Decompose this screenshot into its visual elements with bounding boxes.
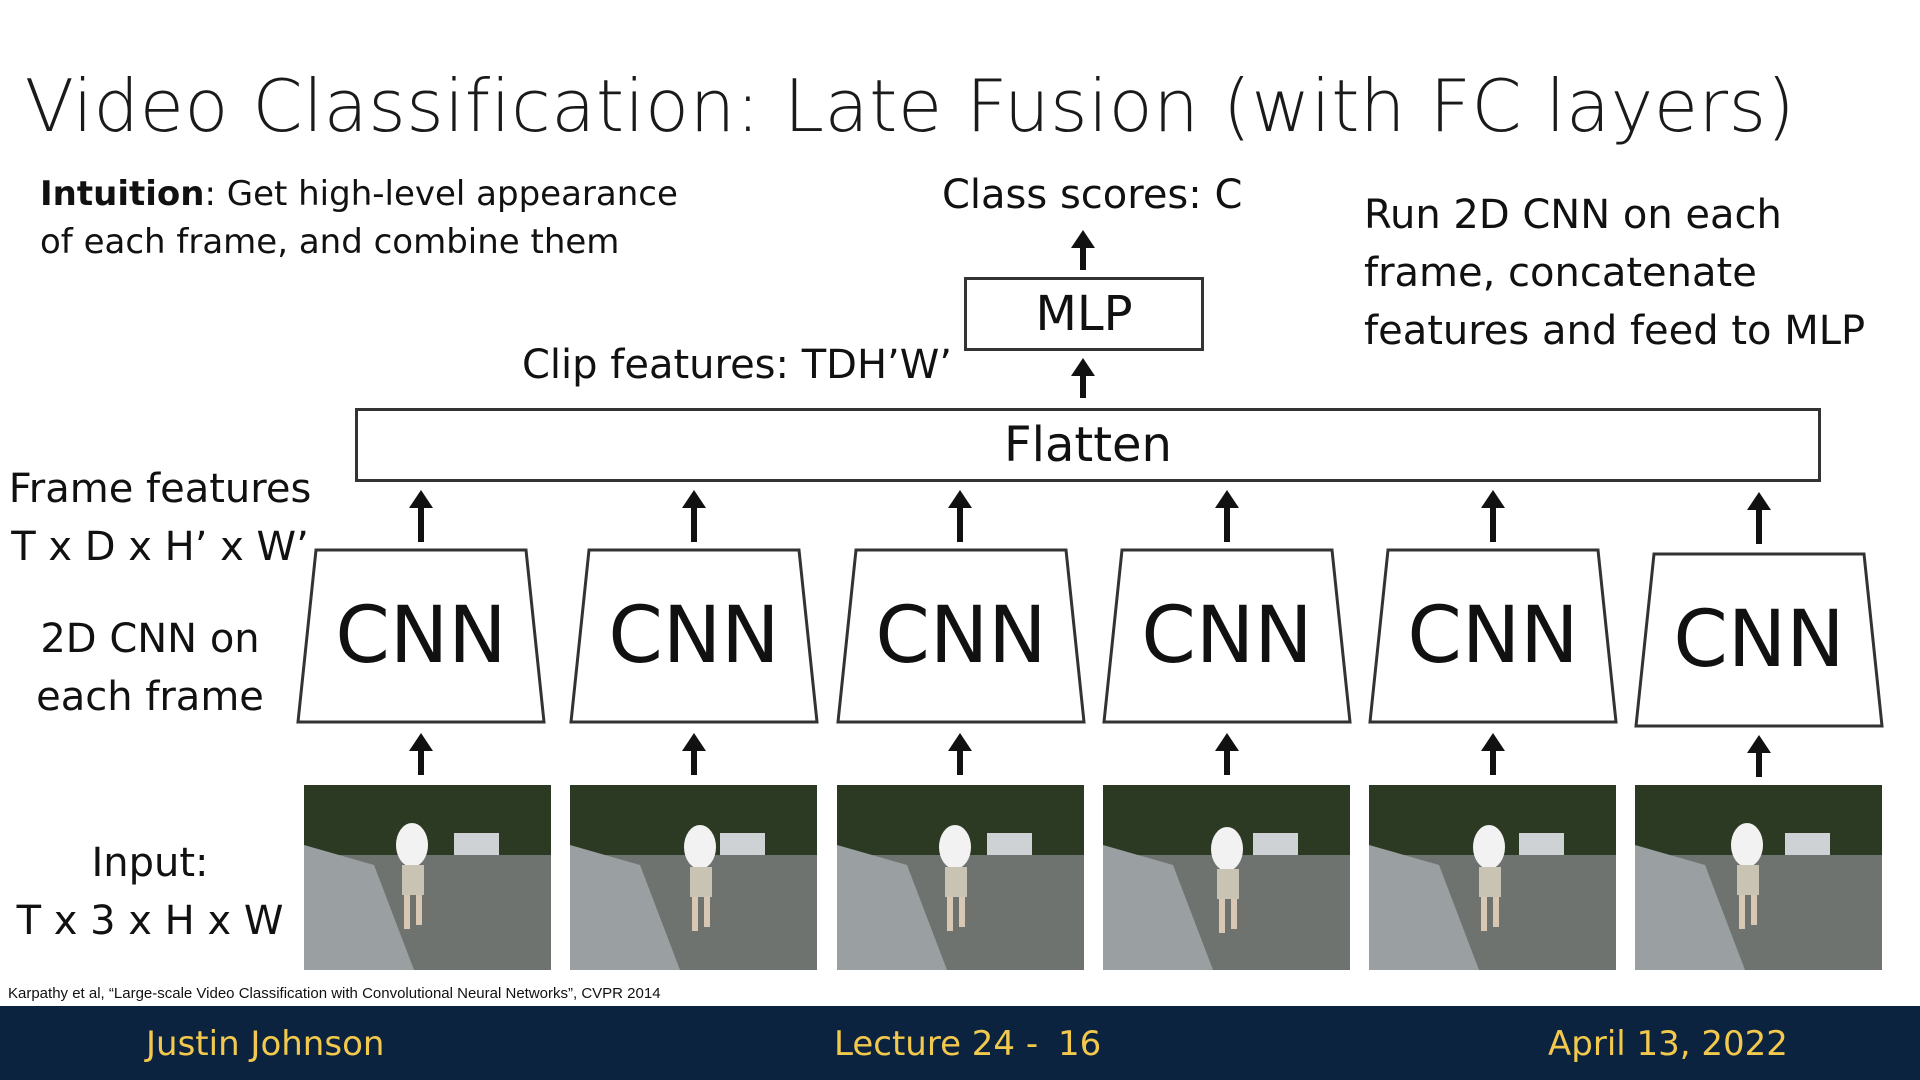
intuition-text-2: of each frame, and combine them: [40, 222, 620, 262]
run-cnn-note: Run 2D CNN on each frame, concatenate fe…: [1364, 186, 1865, 360]
video-frame-image: [1369, 785, 1616, 970]
video-frame-image: [570, 785, 817, 970]
caption-line: T x 3 x H x W: [16, 898, 284, 944]
slide-title: Video Classification: Late Fusion (with …: [24, 64, 1796, 148]
arrow-up-icon: [1747, 492, 1771, 544]
cnn-block: CNN: [1368, 548, 1618, 724]
footer-lecture: Lecture 24 -: [834, 1024, 1039, 1064]
arrow-up-icon: [682, 490, 706, 542]
run-note-line: Run 2D CNN on each: [1364, 192, 1782, 238]
footer-date: April 13, 2022: [1548, 1024, 1788, 1064]
run-note-line: features and feed to MLP: [1364, 308, 1866, 354]
cnn-block: CNN: [569, 548, 819, 724]
arrow-up-icon: [1071, 230, 1095, 270]
arrow-up-icon: [1215, 490, 1239, 542]
cnn-caption: 2D CNN on each frame: [0, 610, 300, 726]
input-caption: Input: T x 3 x H x W: [0, 834, 300, 950]
cnn-label: CNN: [1141, 591, 1313, 681]
mlp-box: MLP: [964, 277, 1204, 351]
citation: Karpathy et al, “Large-scale Video Class…: [8, 985, 661, 1002]
video-frame-image: [1103, 785, 1350, 970]
frame-features-caption: Frame features T x D x H’ x W’: [0, 460, 320, 576]
run-note-line: frame, concatenate: [1364, 250, 1757, 296]
intuition-text-1: : Get high-level appearance: [204, 174, 678, 214]
mlp-label: MLP: [1035, 286, 1133, 342]
arrow-up-icon: [409, 733, 433, 775]
video-frame-image: [304, 785, 551, 970]
video-frame-image: [837, 785, 1084, 970]
arrow-up-icon: [1481, 490, 1505, 542]
class-scores-label: Class scores: C: [942, 172, 1243, 218]
arrow-up-icon: [948, 733, 972, 775]
intuition-note: Intuition: Get high-level appearance of …: [40, 170, 678, 266]
arrow-up-icon: [1747, 735, 1771, 777]
intuition-label: Intuition: [40, 174, 205, 214]
arrow-up-icon: [409, 490, 433, 542]
caption-line: T x D x H’ x W’: [11, 524, 309, 570]
flatten-box: Flatten: [355, 408, 1821, 482]
arrow-up-icon: [948, 490, 972, 542]
video-frame-image: [1635, 785, 1882, 970]
arrow-up-icon: [682, 733, 706, 775]
cnn-label: CNN: [1407, 591, 1579, 681]
arrow-up-icon: [1071, 358, 1095, 398]
arrow-up-icon: [1481, 733, 1505, 775]
cnn-label: CNN: [608, 591, 780, 681]
caption-line: 2D CNN on: [40, 616, 260, 662]
footer-page-number: 16: [1058, 1024, 1102, 1064]
cnn-label: CNN: [335, 591, 507, 681]
arrow-up-icon: [1215, 733, 1239, 775]
caption-line: each frame: [36, 674, 264, 720]
footer-bar: Justin Johnson Lecture 24 - 16 April 13,…: [0, 1006, 1920, 1080]
cnn-block: CNN: [836, 548, 1086, 724]
cnn-label: CNN: [1673, 595, 1845, 685]
cnn-block: CNN: [296, 548, 546, 724]
caption-line: Input:: [91, 840, 209, 886]
footer-author: Justin Johnson: [146, 1024, 385, 1064]
clip-features-label: Clip features: TDH’W’: [522, 342, 952, 388]
flatten-label: Flatten: [1004, 417, 1172, 473]
caption-line: Frame features: [8, 466, 312, 512]
cnn-block: CNN: [1102, 548, 1352, 724]
cnn-label: CNN: [875, 591, 1047, 681]
cnn-block: CNN: [1634, 552, 1884, 728]
